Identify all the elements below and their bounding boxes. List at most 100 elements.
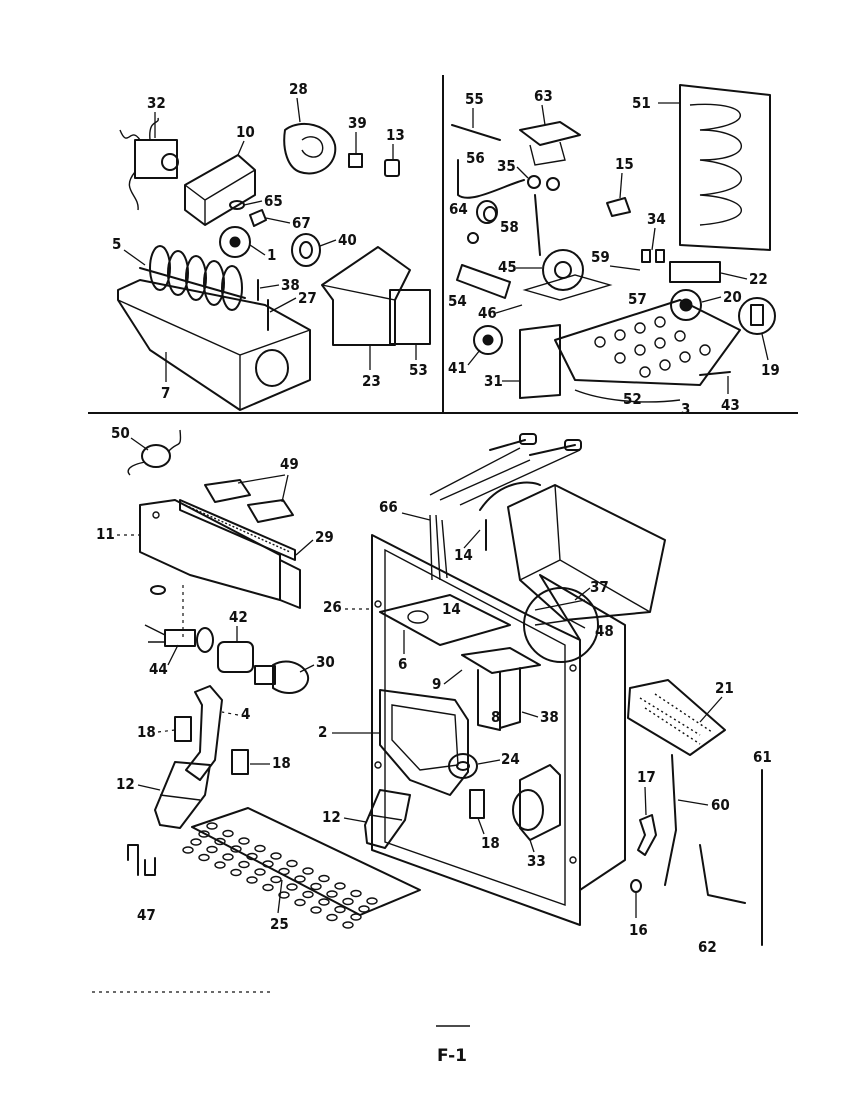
grille-hole: [246, 852, 258, 861]
callout-42: 42: [229, 608, 248, 626]
callout-64: 64: [449, 200, 468, 218]
part-10-cover: [184, 154, 256, 226]
grille-hole: [334, 882, 346, 890]
callout-48: 48: [595, 622, 614, 640]
grille-hole: [206, 845, 218, 854]
part-19-sensor: [738, 297, 776, 335]
part-25-drip-grille: [182, 807, 421, 929]
callout-9: 9: [432, 675, 441, 693]
part-31-housing: [519, 274, 613, 399]
grille-hole: [198, 853, 210, 862]
grille-hole: [214, 837, 226, 846]
part-63-bracket: [519, 121, 581, 166]
callout-39: 39: [348, 114, 367, 132]
callout-31: 31: [484, 372, 503, 390]
part-18-bracket-a: [174, 716, 192, 742]
part-56-tube: [457, 159, 525, 199]
callout-56: 56: [466, 149, 485, 167]
callout-34: 34: [647, 210, 666, 228]
grille-hole: [318, 898, 330, 906]
grille-hole: [286, 859, 298, 868]
grille-hole: [222, 853, 234, 861]
part-67-clip: [249, 209, 267, 227]
part-14-tube: [479, 481, 541, 551]
part-9-bracket: [461, 647, 541, 731]
grille-hole: [302, 890, 314, 899]
grille-hole: [198, 830, 210, 838]
part-17-clip: [637, 814, 657, 856]
part-24-cap: [448, 753, 478, 779]
callout-57: 57: [628, 290, 647, 308]
part-32-motor: [119, 117, 179, 211]
callout-28: 28: [289, 80, 308, 98]
part-12-paddle-a: [154, 761, 211, 829]
callout-46: 46: [478, 304, 497, 322]
grille-hole: [238, 837, 250, 845]
part-2-door: [379, 689, 469, 796]
grille-hole: [310, 906, 322, 914]
callout-47: 47: [137, 906, 156, 924]
callout-35: 35: [497, 157, 516, 175]
grille-hole: [262, 883, 274, 892]
part-62-elbow: [699, 844, 746, 904]
callout-45: 45: [498, 258, 517, 276]
grille-hole: [286, 883, 298, 891]
part-49-relays: [204, 479, 294, 523]
grille-hole: [222, 829, 234, 838]
part-43-shaft: [699, 371, 731, 376]
callout-38a: 38: [281, 276, 300, 294]
part-58-tube: [534, 194, 541, 256]
grille-hole: [214, 861, 226, 869]
panel-ice-maker: 55 63 51 56 35 15 64 58 34 45 59 22 54 5…: [448, 84, 780, 418]
grille-hole: [318, 874, 330, 883]
part-53-pad: [389, 289, 431, 345]
callout-53: 53: [409, 361, 428, 379]
part-12-paddle-b: [364, 789, 411, 849]
callout-62: 62: [698, 938, 717, 956]
callout-4a: 4: [241, 705, 250, 723]
callout-65: 65: [264, 192, 283, 210]
grille-hole: [246, 876, 258, 884]
callout-27: 27: [298, 289, 317, 307]
part-13-nut: [384, 159, 400, 177]
callout-33: 33: [527, 852, 546, 870]
part-15-clip: [606, 197, 631, 217]
grille-hole: [254, 868, 266, 876]
part-3-wire: [574, 389, 681, 403]
grille-hole: [294, 875, 306, 883]
callout-41: 41: [448, 359, 467, 377]
callout-40: 40: [338, 231, 357, 249]
callout-21: 21: [715, 679, 734, 697]
grille-hole: [278, 867, 290, 876]
part-39-bushing: [348, 153, 363, 168]
part-29-board: [179, 499, 301, 609]
grille-hole: [350, 913, 362, 921]
part-35-fitting: [527, 175, 541, 189]
grille-hole: [230, 845, 242, 853]
callout-67: 67: [292, 214, 311, 232]
figure-id: F-1: [437, 1046, 467, 1066]
callout-18c: 18: [481, 834, 500, 852]
callout-61: 61: [753, 748, 772, 766]
part-47-clip: [127, 844, 156, 876]
callout-30: 30: [316, 653, 335, 671]
grille-hole: [206, 822, 218, 830]
grille-hole: [342, 897, 354, 906]
callout-49: 49: [280, 455, 299, 473]
callout-13: 13: [386, 126, 405, 144]
part-6-plate: [379, 594, 511, 646]
callout-58: 58: [500, 218, 519, 236]
grille-hole: [326, 913, 338, 922]
callout-16: 16: [629, 921, 648, 939]
part-45-cap: [542, 249, 584, 291]
part-20-thermostat: [670, 289, 702, 321]
callout-20: 20: [723, 288, 742, 306]
part-22-block: [669, 261, 721, 283]
part-33-solenoid: [512, 764, 561, 841]
part-34-terminal: [641, 249, 651, 263]
grille-hole: [270, 875, 282, 884]
grille-hole: [182, 846, 194, 854]
callout-18b: 18: [272, 754, 291, 772]
callout-26: 26: [323, 598, 342, 616]
part-28-collar: [283, 122, 337, 175]
